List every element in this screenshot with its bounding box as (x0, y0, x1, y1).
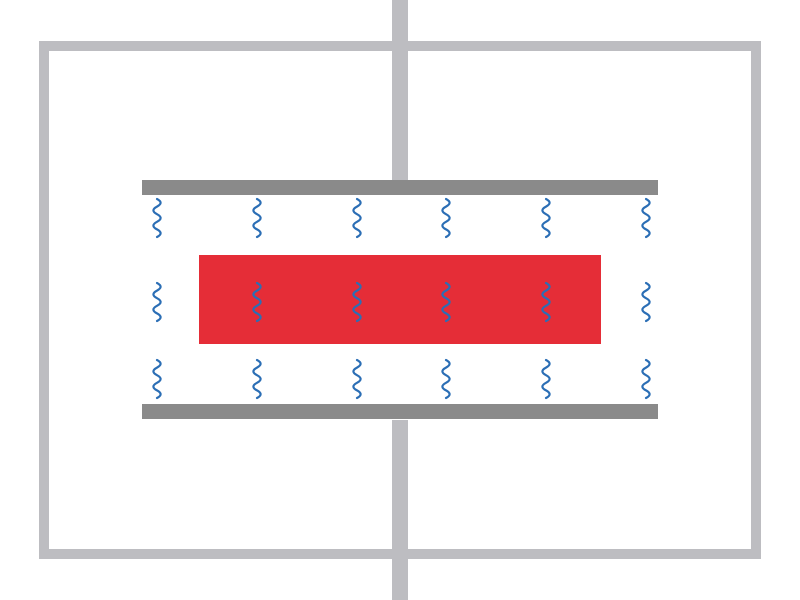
field-wave-line (152, 281, 162, 323)
field-wave-line (352, 281, 362, 323)
field-wave-line (541, 358, 551, 400)
field-wave-line (252, 281, 262, 323)
field-wave-line (641, 197, 651, 239)
field-wave-line (352, 197, 362, 239)
lower-plate (142, 404, 658, 419)
field-lines (152, 197, 651, 400)
field-wave-line (352, 358, 362, 400)
field-wave-line (441, 281, 451, 323)
field-wave-line (152, 197, 162, 239)
field-wave-line (252, 197, 262, 239)
center-slab (199, 255, 601, 344)
field-wave-line (641, 358, 651, 400)
field-wave-line (152, 358, 162, 400)
field-wave-line (541, 197, 551, 239)
field-wave-line (441, 197, 451, 239)
field-wave-line (641, 281, 651, 323)
field-wave-line (441, 358, 451, 400)
field-wave-line (541, 281, 551, 323)
field-wave-line (252, 358, 262, 400)
upper-plate (142, 180, 658, 195)
